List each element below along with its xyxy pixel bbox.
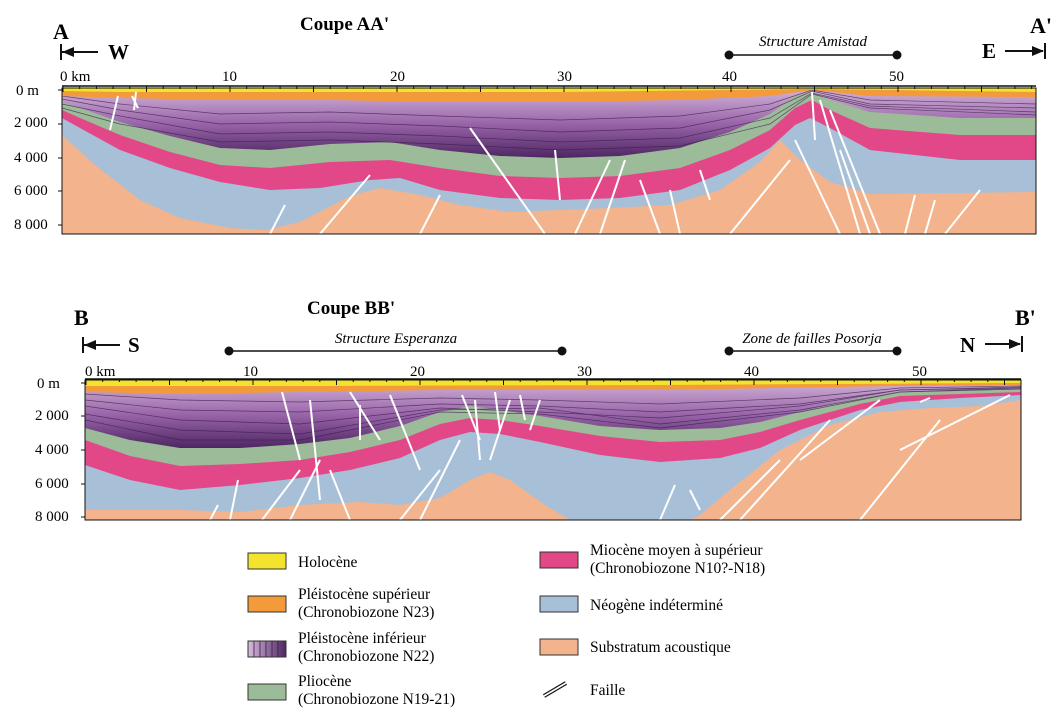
aa-top-ticks [62, 86, 1033, 92]
section-aa-right-letter: A' [1030, 13, 1052, 38]
bb-km-10: 10 [243, 364, 258, 380]
section-bb-depth-axis: 0 m 2 000 4 000 6 000 8 000 [35, 376, 85, 525]
legend-swatch-substratum [539, 638, 579, 656]
section-bb-left-dir: S [128, 333, 140, 357]
bb-depth-6000: 6 000 [35, 476, 69, 492]
legend-pleisto-inf-line2: (Chronobiozone N22) [298, 648, 434, 665]
legend-pleisto-sup-line1: Pléistocène supérieur [298, 586, 431, 603]
fault-icon [542, 681, 568, 698]
legend-miocene-line1: Miocène moyen à supérieur [590, 542, 763, 559]
section-aa-layers [62, 88, 1036, 234]
aa-km-10: 10 [222, 69, 237, 85]
legend-substratum-label: Substratum acoustique [590, 639, 731, 656]
section-bb-km-axis: 0 km 10 20 30 40 50 [85, 364, 927, 380]
aa-km-30: 30 [557, 69, 572, 85]
legend-swatch-neogene [539, 595, 579, 613]
legend-swatch-pleisto-sup [247, 595, 287, 613]
section-bb-left-letter: B [74, 305, 89, 330]
structure-amistad-label: Structure Amistad [759, 34, 867, 50]
bb-faults [209, 391, 1011, 520]
section-aa: Coupe AA' A W A' E Structure Amistad 0 m… [14, 13, 1052, 235]
bb-km-50: 50 [912, 364, 927, 380]
structure-esperanza-marker: Structure Esperanza [224, 331, 567, 356]
legend-pleisto-inf-line1: Pléistocène inférieur [298, 630, 427, 647]
south-arrow-icon [82, 337, 120, 353]
bb-depth-2000: 2 000 [35, 408, 69, 424]
east-arrow-icon [1005, 43, 1046, 59]
bb-top-ticks [85, 379, 1005, 385]
legend-swatch-holocene [247, 552, 287, 570]
legend-faille-label: Faille [590, 682, 625, 699]
legend-swatch-pleisto-inf [247, 640, 287, 658]
structure-esperanza-label: Structure Esperanza [335, 331, 457, 347]
bb-depth-4000: 4 000 [35, 442, 69, 458]
north-arrow-icon [985, 336, 1023, 352]
section-aa-depth-axis: 0 m 2 000 4 000 6 000 8 000 [14, 83, 62, 233]
legend: Holocène Pléistocène supérieur (Chronobi… [247, 542, 765, 708]
aa-depth-2000: 2 000 [14, 115, 48, 131]
legend-swatch-miocene [539, 551, 579, 569]
bb-depth-8000: 8 000 [35, 509, 69, 525]
section-aa-left-letter: A [53, 19, 69, 44]
aa-km-50: 50 [889, 69, 904, 85]
section-aa-km-axis: 0 km 10 20 30 40 50 [60, 69, 904, 85]
bb-substratum [85, 400, 1021, 520]
aa-km-0: 0 km [60, 69, 91, 85]
bb-km-40: 40 [744, 364, 759, 380]
legend-neogene-label: Néogène indéterminé [590, 597, 723, 614]
legend-swatch-pliocene [247, 683, 287, 701]
legend-miocene-line2: (Chronobiozone N10?-N18) [590, 560, 765, 577]
section-aa-title: Coupe AA' [300, 14, 389, 35]
section-aa-frame [61, 87, 1037, 235]
west-arrow-icon [60, 44, 98, 60]
legend-holocene-label: Holocène [298, 554, 358, 571]
aa-km-20: 20 [390, 69, 405, 85]
section-aa-left-dir: W [108, 40, 129, 64]
aa-depth-8000: 8 000 [14, 217, 48, 233]
bb-km-0: 0 km [85, 364, 116, 380]
aa-km-40: 40 [722, 69, 737, 85]
section-bb: Coupe BB' B S B' N Structure Esperanza Z… [35, 298, 1036, 525]
section-bb-layers [85, 380, 1021, 520]
legend-pliocene-line1: Pliocène [298, 673, 351, 690]
section-bb-title: Coupe BB' [307, 298, 395, 319]
legend-pliocene-line2: (Chronobiozone N19-21) [298, 691, 455, 708]
bb-depth-0: 0 m [37, 376, 60, 392]
section-bb-right-dir: N [960, 333, 975, 357]
section-aa-right-dir: E [982, 39, 996, 63]
zone-posorja-label: Zone de failles Posorja [742, 331, 882, 347]
bb-km-20: 20 [410, 364, 425, 380]
section-bb-right-letter: B' [1015, 305, 1036, 330]
legend-pleisto-sup-line2: (Chronobiozone N23) [298, 604, 434, 621]
aa-depth-6000: 6 000 [14, 183, 48, 199]
bb-km-30: 30 [577, 364, 592, 380]
section-bb-frame [84, 379, 1022, 521]
aa-depth-0: 0 m [16, 83, 39, 99]
structure-amistad-marker: Structure Amistad [724, 34, 902, 60]
aa-depth-4000: 4 000 [14, 150, 48, 166]
aa-faults [109, 91, 981, 234]
aa-pleistocene-inf-stripes [62, 89, 1036, 151]
zone-posorja-marker: Zone de failles Posorja [724, 331, 902, 356]
aa-holocene [62, 88, 1036, 92]
